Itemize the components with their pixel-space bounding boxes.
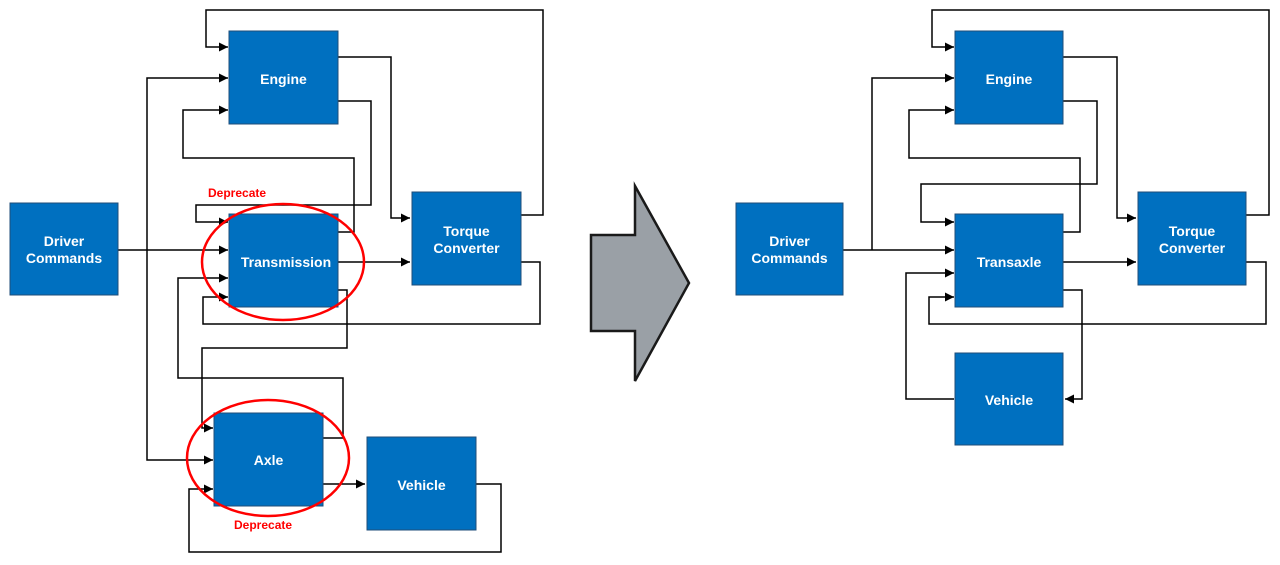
wire-transmission-to-axle [201,289,348,433]
wire-transaxle-to-engine [908,105,1081,233]
block-driver-commands: Driver Commands [9,202,119,296]
wire-tc-to-transaxle [928,261,1267,325]
block-driver-commands-after-label-2: Commands [751,250,827,266]
block-transmission: Transmission [228,213,339,308]
block-engine-label: Engine [260,71,307,87]
block-vehicle: Vehicle [366,436,477,531]
block-vehicle-after: Vehicle [954,352,1064,446]
wire-tc-to-engine-after [931,9,1270,216]
block-torque-converter-after-label-2: Converter [1159,240,1226,256]
block-vehicle-after-label: Vehicle [985,392,1033,408]
block-driver-commands-after: Driver Commands [735,202,844,296]
block-torque-converter-after-label-1: Torque [1169,223,1216,239]
deprecate-label-axle: Deprecate [234,518,292,532]
wire-vehicle-to-axle [188,483,502,553]
after-diagram: Engine Transaxle Torque Converter Driver… [735,9,1270,446]
block-transaxle: Transaxle [954,213,1064,308]
block-driver-commands-label-2: Commands [26,250,102,266]
wire-tc-to-transmission [202,261,541,325]
wire-driver-to-engine-after [871,73,954,250]
block-torque-converter-label-1: Torque [443,223,490,239]
right-arrow-icon [589,181,691,382]
block-engine-after-label: Engine [986,71,1033,87]
block-driver-commands-after-label-1: Driver [769,233,810,249]
block-axle-label: Axle [254,452,284,468]
block-transmission-label: Transmission [241,254,331,270]
wire-tc-to-engine [205,9,544,216]
wire-engine-to-tc [338,56,410,223]
block-driver-commands-label-1: Driver [44,233,85,249]
wire-axle-to-transmission [177,273,344,439]
deprecate-ellipse-axle [185,398,351,518]
wire-engine-to-tc-after [1063,56,1136,223]
after-connections [843,9,1270,404]
block-torque-converter: Torque Converter [411,191,522,286]
wire-transaxle-to-vehicle [1063,289,1083,404]
wire-vehicle-to-transaxle [905,268,954,400]
block-axle: Axle [213,412,324,507]
deprecate-label-transmission: Deprecate [208,186,266,200]
block-vehicle-label: Vehicle [397,477,445,493]
block-torque-converter-after: Torque Converter [1137,191,1247,286]
block-engine: Engine [228,30,339,125]
block-engine-after: Engine [954,30,1064,125]
wire-driver-to-axle [146,250,213,465]
deprecate-ellipse-transmission [200,202,366,322]
before-diagram: Engine Transmission Torque Converter Dri… [9,9,544,553]
wire-engine-to-transaxle [920,100,1098,227]
wire-driver-to-engine [146,73,228,250]
block-torque-converter-label-2: Converter [433,240,500,256]
block-transaxle-label: Transaxle [977,254,1042,270]
